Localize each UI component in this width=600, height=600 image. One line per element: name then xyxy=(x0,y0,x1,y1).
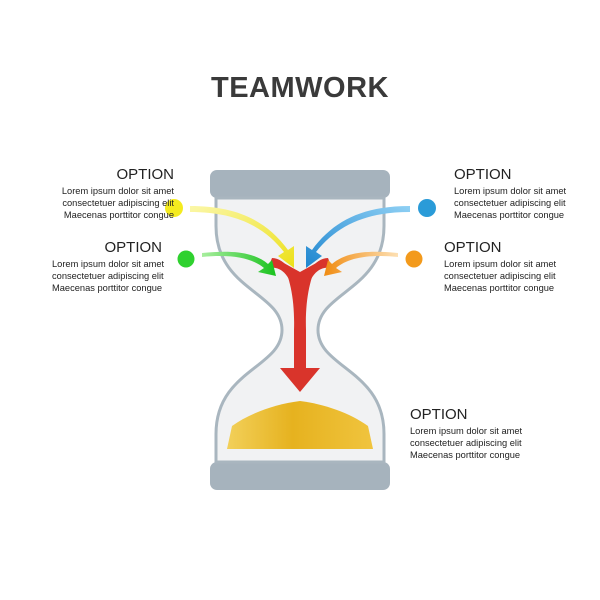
merged-arrow xyxy=(280,262,320,392)
option-text-line: Maecenas porttitor congue xyxy=(52,282,163,293)
option-mid-right: OPTION Lorem ipsum dolor sit amet consec… xyxy=(444,239,556,294)
option-text-line: Lorem ipsum dolor sit amet xyxy=(454,186,567,196)
option-heading: OPTION xyxy=(104,239,162,256)
option-text-line: Maecenas porttitor congue xyxy=(444,282,555,293)
option-heading: OPTION xyxy=(454,166,512,183)
option-bottom-right: OPTION Lorem ipsum dolor sit amet consec… xyxy=(410,406,522,461)
option-text-line: consectetuer adipiscing elit xyxy=(410,437,522,448)
option-text-line: Lorem ipsum dolor sit amet xyxy=(61,186,174,196)
green-arrow xyxy=(202,251,276,276)
option-text-line: Maecenas porttitor congue xyxy=(63,209,174,220)
green-dot xyxy=(177,250,195,268)
yellow-dot xyxy=(165,199,183,217)
blue-dot xyxy=(418,199,436,217)
option-text-line: Maecenas porttitor congue xyxy=(410,449,521,460)
option-top-right: OPTION Lorem ipsum dolor sit amet consec… xyxy=(454,166,566,221)
hourglass-bottom-cap xyxy=(210,462,390,490)
option-mid-left: OPTION Lorem ipsum dolor sit amet consec… xyxy=(52,239,165,294)
option-text-line: Maecenas porttitor congue xyxy=(454,209,565,220)
option-text-line: consectetuer adipiscing elit xyxy=(454,197,566,208)
option-heading: OPTION xyxy=(410,406,468,423)
page-title: TEAMWORK xyxy=(211,72,389,104)
blue-arrow xyxy=(306,206,410,268)
sand-pile xyxy=(227,401,373,449)
option-heading: OPTION xyxy=(116,166,174,183)
option-text-line: Lorem ipsum dolor sit amet xyxy=(52,259,165,269)
orange-arrow xyxy=(324,251,398,276)
option-text-line: consectetuer adipiscing elit xyxy=(52,270,164,281)
option-top-left: OPTION Lorem ipsum dolor sit amet consec… xyxy=(38,166,174,221)
option-text-line: Lorem ipsum dolor sit amet xyxy=(444,259,557,269)
option-text-line: Lorem ipsum dolor sit amet xyxy=(410,426,523,436)
orange-dot xyxy=(405,250,423,268)
option-text-line: consectetuer adipiscing elit xyxy=(444,270,556,281)
yellow-arrow xyxy=(190,206,294,268)
option-text-line: consectetuer adipiscing elit xyxy=(62,197,174,208)
hourglass-top-cap xyxy=(210,170,390,198)
option-heading: OPTION xyxy=(444,239,502,256)
